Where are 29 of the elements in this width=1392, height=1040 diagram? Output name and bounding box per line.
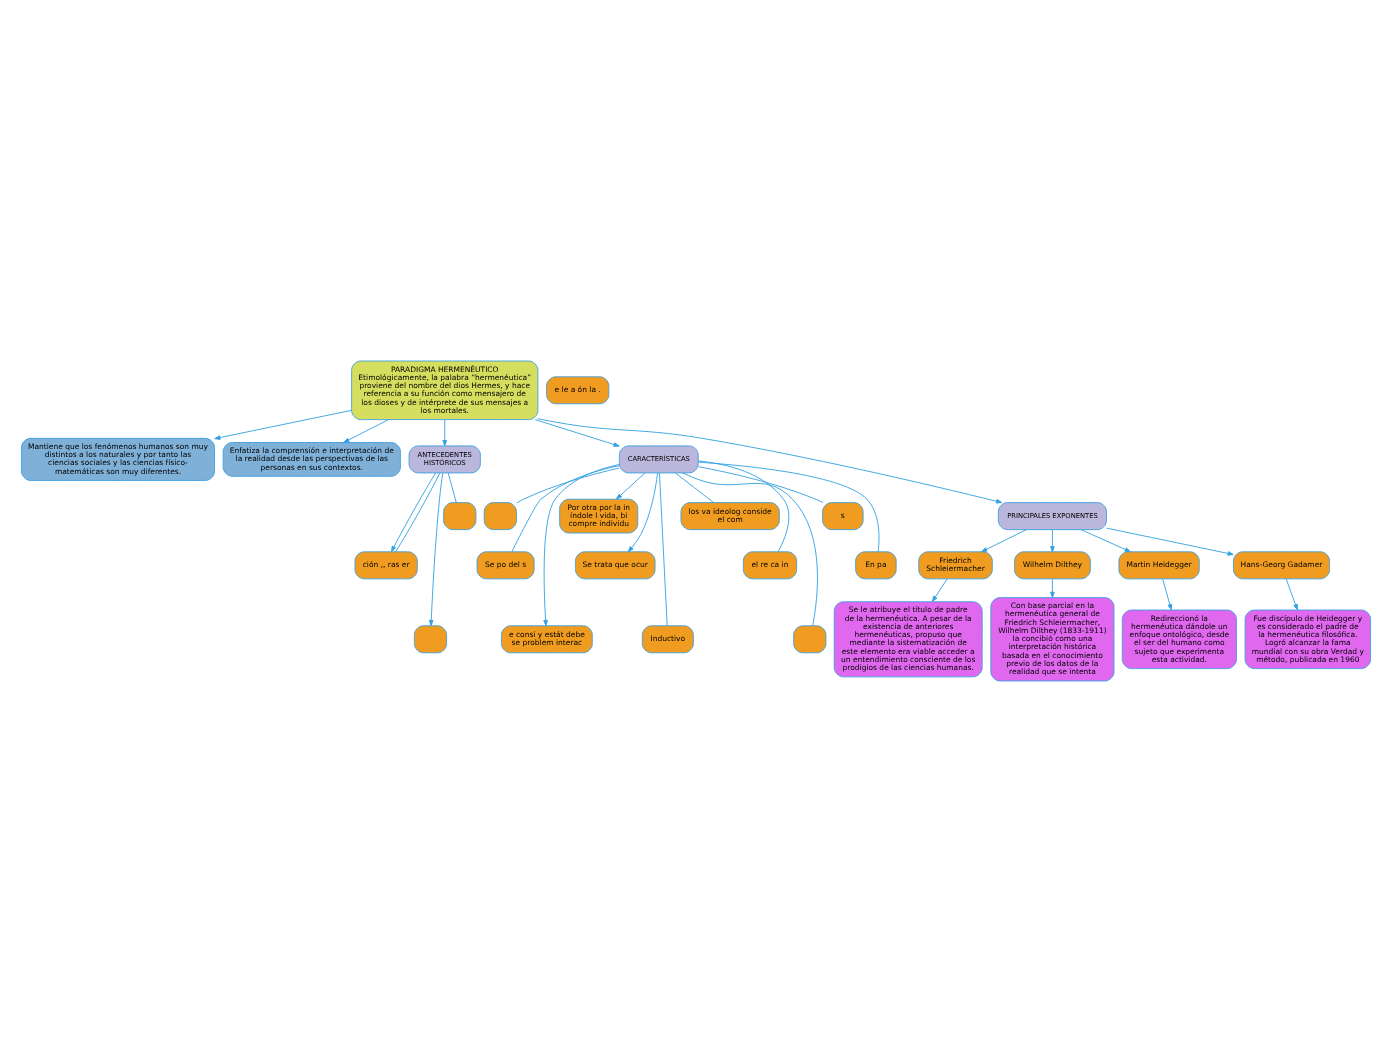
connector [697, 460, 880, 552]
arrow [1080, 528, 1131, 552]
node-box [483, 501, 517, 530]
node-box [443, 501, 477, 530]
node-box [793, 624, 827, 653]
connector [516, 466, 620, 503]
connector [511, 464, 620, 552]
arrow [343, 418, 389, 442]
connector [698, 465, 824, 502]
arrow [1162, 577, 1173, 610]
connector [674, 471, 714, 502]
arrow [1050, 577, 1055, 597]
connector [447, 471, 457, 502]
arrow [627, 471, 658, 552]
arrow [214, 408, 352, 439]
node-box [413, 624, 448, 653]
arrow [1106, 526, 1234, 555]
arrow [537, 417, 1003, 503]
arrow [931, 577, 948, 601]
arrow [534, 418, 620, 446]
arrow [1285, 577, 1298, 610]
arrow [1050, 528, 1055, 552]
connector [659, 471, 668, 626]
arrow [442, 418, 448, 446]
arrow [428, 471, 444, 626]
connector [697, 459, 790, 552]
arrow [543, 463, 620, 626]
arrow [981, 528, 1027, 552]
arrow [616, 471, 646, 499]
